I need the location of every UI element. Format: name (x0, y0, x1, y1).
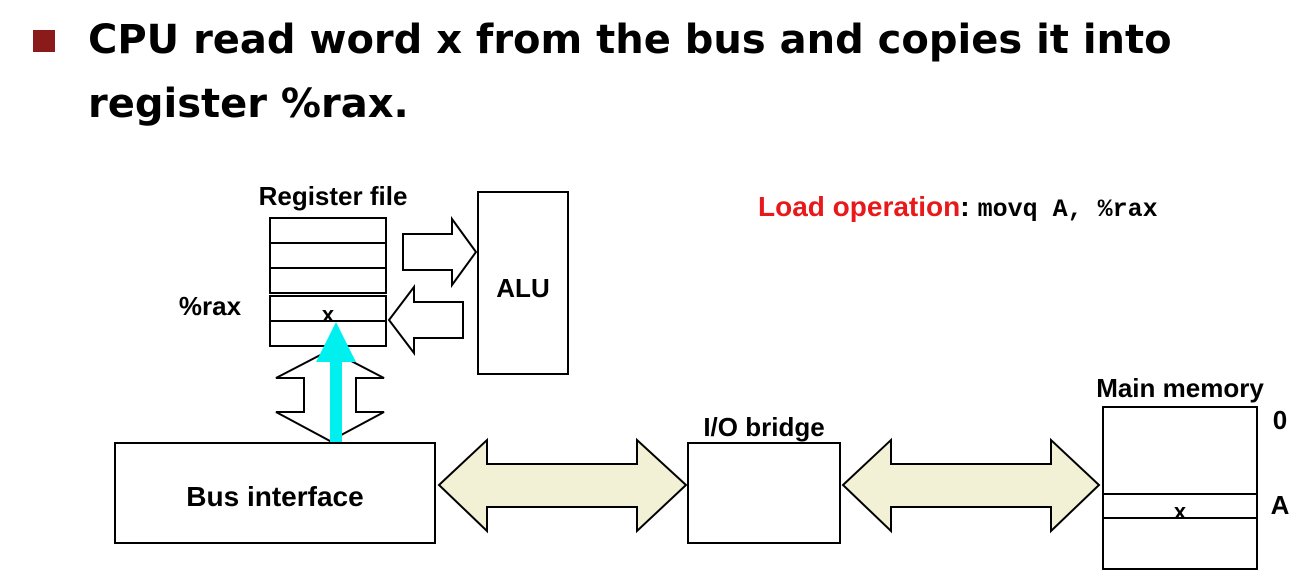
slide-bullet-text: CPU read word x from the bus and copies … (88, 17, 1172, 127)
memory-word-a (1102, 493, 1258, 519)
main-memory-label: Main memory (1096, 373, 1264, 403)
alu-label: ALU (496, 273, 549, 303)
system-bus-arrow (437, 437, 688, 534)
alu-box (477, 191, 569, 375)
rax-value: x (322, 302, 335, 327)
bus-interface-box (114, 442, 436, 544)
data-flow-arrow-shaft (330, 360, 342, 451)
data-flow-arrow-head (316, 322, 356, 362)
load-operation-label: Load operation (758, 191, 960, 222)
load-operation-colon: : (960, 191, 969, 222)
register-slot (269, 267, 387, 294)
io-bridge-box (687, 442, 841, 544)
rax-register-label: %rax (179, 291, 242, 321)
bullet-square-icon (33, 30, 55, 52)
alu-to-register-arrow (387, 284, 464, 356)
register-file-label: Register file (259, 181, 408, 211)
io-bridge-label: I/O bridge (703, 412, 824, 442)
bus-interface-label: Bus interface (186, 481, 363, 512)
memory-address-zero: 0 (1273, 405, 1287, 435)
register-slot (269, 242, 387, 269)
memory-value-x: x (1174, 499, 1187, 524)
memory-bus-arrow (841, 437, 1101, 534)
load-operation-code: movq A, %rax (978, 195, 1158, 224)
register-slot (269, 217, 387, 244)
register-file (269, 217, 387, 347)
memory-address-a: A (1271, 490, 1290, 520)
main-memory-box (1102, 406, 1258, 570)
load-operation-caption: Load operation: movq A, %rax (758, 191, 1158, 224)
register-to-alu-arrow (402, 215, 478, 289)
